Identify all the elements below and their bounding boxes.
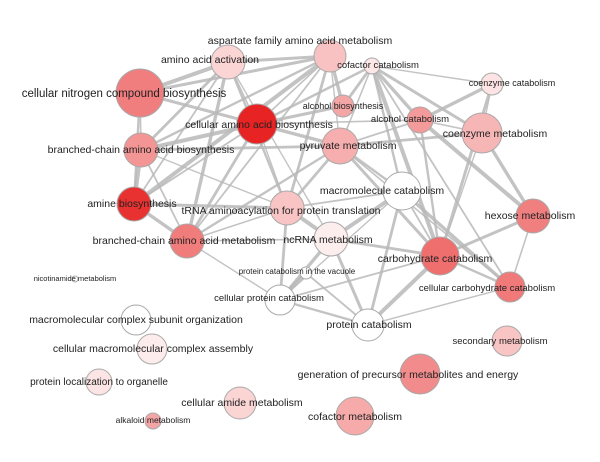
node-cell_nitrogen[interactable] xyxy=(115,68,165,118)
node-label-prot_local: protein localization to organelle xyxy=(30,377,168,388)
edge-bcaa_met-pyruvate xyxy=(185,144,342,243)
edge-cofactor_cat-coenzyme_cat xyxy=(371,65,493,85)
node-ncrna[interactable] xyxy=(313,221,349,257)
node-macromol_cat[interactable] xyxy=(382,171,422,211)
node-alcohol_cat[interactable] xyxy=(406,106,434,134)
label-layer: aspartate family amino acid metabolism am… xyxy=(22,35,576,425)
edge-cofactor_cat-macromol_cat xyxy=(370,64,404,193)
edge-alcohol_cat-carb_cat xyxy=(418,118,442,258)
edge-ncrna-bcaa_met xyxy=(186,238,332,242)
node-label-gen_precursor: generation of precursor metabolites and … xyxy=(298,369,519,381)
node-label-aa_activation: amino acid activation xyxy=(161,54,259,66)
node-cell_carb_cat[interactable] xyxy=(494,271,526,303)
node-label-cofactor_cat: cofactor catabolism xyxy=(337,60,419,71)
edge-bcaa_met-cell_prot_cat xyxy=(186,240,281,301)
edge-bcaa_bio-trna xyxy=(140,149,288,209)
edge-bcaa_met-trna xyxy=(186,207,288,242)
node-secondary[interactable] xyxy=(491,325,523,357)
node-macro_org[interactable] xyxy=(120,304,152,336)
edge-cell_aa_bio-amine_bio xyxy=(133,123,258,205)
edge-cofactor_cat-cell_carb_cat xyxy=(371,65,511,288)
node-label-bcaa_bio: branched-chain amino acid biosynthesis xyxy=(48,144,235,156)
edge-aspartate-bcaa_bio xyxy=(139,54,332,152)
node-label-coenzyme_cat: coenzyme catabolism xyxy=(469,78,556,88)
node-label-cofactor_met: cofactor metabolism xyxy=(308,411,402,423)
node-label-alkaloid: alkaloid metabolism xyxy=(116,415,191,425)
node-alkaloid[interactable] xyxy=(144,412,162,430)
node-label-cell_amide: cellular amide metabolism xyxy=(181,397,303,409)
node-label-cell_nitrogen: cellular nitrogen compound biosynthesis xyxy=(22,88,227,100)
edge-aa_activation-ncrna xyxy=(227,61,332,240)
node-gen_precursor[interactable] xyxy=(399,353,441,395)
node-label-aspartate: aspartate family amino acid metabolism xyxy=(208,35,393,47)
edge-amine_bio-trna xyxy=(132,202,289,210)
node-label-secondary: secondary metabolism xyxy=(452,336,547,347)
node-label-macromol_cat: macromolecule catabolism xyxy=(320,185,445,197)
node-label-cell_carb_cat: cellular carbohydrate catabolism xyxy=(419,283,555,294)
node-label-carb_cat: carbohydrate catabolism xyxy=(378,253,493,265)
node-label-cell_prot_cat: cellular protein catabolism xyxy=(214,293,324,304)
node-label-pyruvate: pyruvate metabolism xyxy=(300,140,397,152)
node-cell_aa_bio[interactable] xyxy=(236,103,278,145)
edge-cell_carb_cat-prot_cat xyxy=(367,286,511,326)
node-coenzyme_cat[interactable] xyxy=(480,72,504,96)
node-carb_cat[interactable] xyxy=(420,236,460,276)
edge-carb_cat-cell_prot_cat xyxy=(279,255,441,301)
node-prot_cat_vac[interactable] xyxy=(299,266,313,280)
node-pyruvate[interactable] xyxy=(321,127,359,165)
edge-coenzyme_met-pyruvate xyxy=(338,131,484,148)
node-alcohol_bio[interactable] xyxy=(331,94,355,118)
edge-bcaa_bio-pyruvate xyxy=(139,144,342,152)
node-label-cell_macro_assembly: cellular macromolecular complex assembly xyxy=(53,343,254,355)
node-label-hexose: hexose metabolism xyxy=(485,210,576,222)
node-aspartate[interactable] xyxy=(313,39,347,73)
node-layer xyxy=(71,39,551,436)
node-aa_activation[interactable] xyxy=(210,44,246,80)
node-label-trna: tRNA aminoacylation for protein translat… xyxy=(181,205,380,217)
node-cell_prot_cat[interactable] xyxy=(264,284,296,316)
edge-aspartate-trna xyxy=(285,54,332,210)
node-label-prot_cat_vac: protein catabolism in the vacuole xyxy=(239,267,356,276)
node-label-alcohol_cat: alcohol catabolism xyxy=(371,114,449,125)
node-label-macro_org: macromolecular complex subunit organizat… xyxy=(29,314,243,326)
edge-cell_aa_bio-cofactor_cat xyxy=(255,64,374,126)
node-cell_amide[interactable] xyxy=(223,386,257,420)
node-hexose[interactable] xyxy=(515,198,551,234)
node-label-prot_cat: protein catabolism xyxy=(326,319,411,331)
node-amine_bio[interactable] xyxy=(116,186,152,222)
edge-cofactor_cat-carb_cat xyxy=(370,64,442,258)
node-label-bcaa_met: branched-chain amino acid metabolism xyxy=(93,235,276,247)
node-prot_local[interactable] xyxy=(85,368,113,396)
node-label-alcohol_bio: alcohol biosynthesis xyxy=(303,101,384,111)
node-label-coenzyme_met: coenzyme metabolism xyxy=(443,128,548,140)
node-cofactor_met[interactable] xyxy=(335,396,375,436)
node-trna[interactable] xyxy=(269,190,305,226)
node-coenzyme_met[interactable] xyxy=(461,112,503,154)
node-bcaa_met[interactable] xyxy=(169,223,205,259)
edge-macromol_cat-prot_cat xyxy=(366,189,404,327)
node-label-ncrna: ncRNA metabolism xyxy=(283,234,373,246)
node-cell_macro_assembly[interactable] xyxy=(136,333,168,365)
node-bcaa_bio[interactable] xyxy=(123,132,159,168)
node-label-amine_bio: amine biosynthesis xyxy=(87,198,176,210)
edge-cofactor_cat-coenzyme_met xyxy=(370,64,484,135)
edge-aa_activation-amine_bio xyxy=(133,61,229,205)
edge-macromol_cat-cell_carb_cat xyxy=(400,189,512,289)
edge-aa_activation-bcaa_met xyxy=(185,60,230,243)
node-prot_cat[interactable] xyxy=(351,308,385,342)
node-label-cell_aa_bio: cellular amino acid biosynthesis xyxy=(185,119,333,131)
node-nicotinamide[interactable] xyxy=(71,275,79,283)
node-cofactor_cat[interactable] xyxy=(363,57,381,75)
node-label-nicotinamide: nicotinamide metabolism xyxy=(34,274,117,283)
